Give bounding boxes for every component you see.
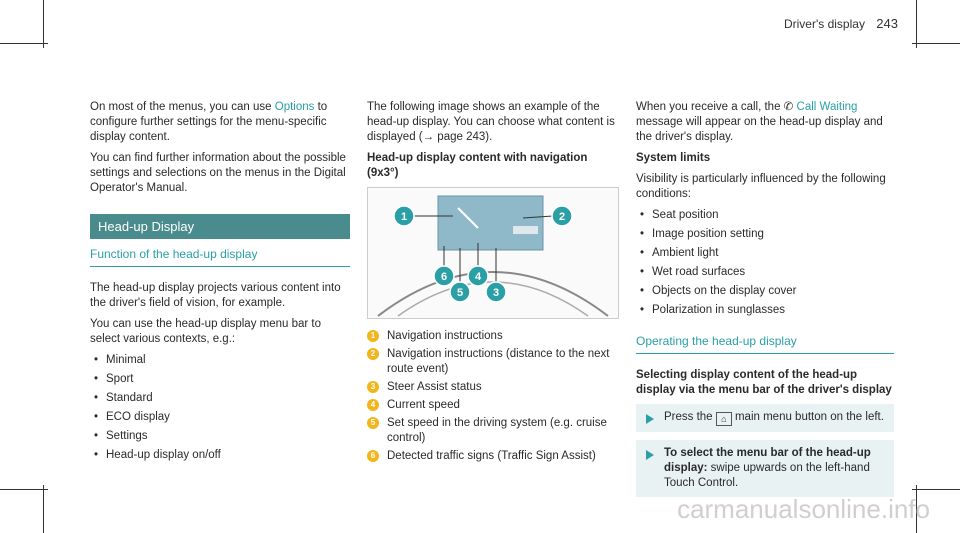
crop-mark	[43, 0, 44, 48]
subsection-title: Operating the head-up display	[636, 334, 894, 354]
list-item: Minimal	[90, 353, 350, 368]
callout-5	[449, 281, 471, 303]
callout-6	[433, 265, 455, 287]
paragraph: You can use the head-up display menu bar…	[90, 318, 322, 345]
figure-title: Head-up display content with navigation …	[367, 152, 588, 179]
list-item: Seat position	[636, 208, 894, 223]
crop-mark	[0, 489, 48, 490]
callout-2	[551, 205, 573, 227]
header-section: Driver's display	[783, 17, 865, 31]
watermark: carmanualsonline.info	[677, 494, 930, 524]
callout-label: 2	[559, 211, 565, 223]
paragraph: The following image shows an example of …	[367, 101, 615, 143]
crop-mark	[912, 489, 960, 490]
paragraph: On most of the menus, you can use Option…	[90, 101, 328, 143]
list-item: Ambient light	[636, 246, 894, 261]
page-number: 243	[876, 16, 898, 31]
list-item: Head-up display on/off	[90, 448, 350, 463]
section-title: Head-up Display	[90, 214, 350, 239]
list-item: Standard	[90, 391, 350, 406]
callout-label: 4	[475, 271, 482, 283]
procedure-title: Selecting display content of the head-up…	[636, 369, 892, 396]
callout-3	[485, 281, 507, 303]
callout-label: 5	[457, 287, 463, 299]
paragraph: When you receive a call, the ✆ Call Wait…	[636, 101, 883, 143]
callout-label: 1	[401, 211, 407, 223]
paragraph: You can find further information about t…	[90, 152, 346, 194]
crop-mark	[916, 485, 917, 533]
list-item: Sport	[90, 372, 350, 387]
list-item: Wet road surfaces	[636, 265, 894, 280]
step-1: Press the ⌂ main menu button on the left…	[636, 404, 894, 432]
list-item: Image position setting	[636, 227, 894, 242]
callout-4	[467, 265, 489, 287]
list-item: Settings	[90, 429, 350, 444]
crop-mark	[43, 485, 44, 533]
hud-figure: 1 2 3 4 5 6	[367, 187, 619, 319]
column-1: On most of the menus, you can use Option…	[90, 100, 350, 467]
options-link[interactable]: Options	[274, 101, 315, 113]
paragraph: The head-up display projects various con…	[90, 282, 341, 309]
limits-list: Seat position Image position setting Amb…	[636, 208, 894, 318]
crop-mark	[912, 43, 960, 44]
subsection-title: Function of the head-up display	[90, 247, 350, 267]
call-waiting-link[interactable]: Call Waiting	[796, 101, 858, 113]
callout-label: 6	[441, 271, 447, 283]
crop-mark	[916, 0, 917, 48]
hud-illustration: 1 2 3 4 5 6	[377, 195, 609, 317]
system-limits-title: System limits	[636, 152, 711, 164]
phone-icon: ✆	[783, 101, 794, 113]
list-item: Polarization in sunglasses	[636, 303, 894, 318]
callout-1	[393, 205, 415, 227]
paragraph: Visibility is particularly influenced by…	[636, 173, 886, 200]
running-header: Driver's display 243	[784, 16, 898, 31]
home-icon: ⌂	[715, 412, 732, 426]
callout-label: 3	[493, 287, 499, 299]
crop-mark	[0, 43, 48, 44]
list-item: Objects on the display cover	[636, 284, 894, 299]
column-3: When you receive a call, the ✆ Call Wait…	[636, 100, 894, 505]
step-2: To select the menu bar of the head-up di…	[636, 440, 894, 497]
context-list: Minimal Sport Standard ECO display Setti…	[90, 353, 350, 463]
column-2: The following image shows an example of …	[367, 100, 622, 467]
list-item: ECO display	[90, 410, 350, 425]
